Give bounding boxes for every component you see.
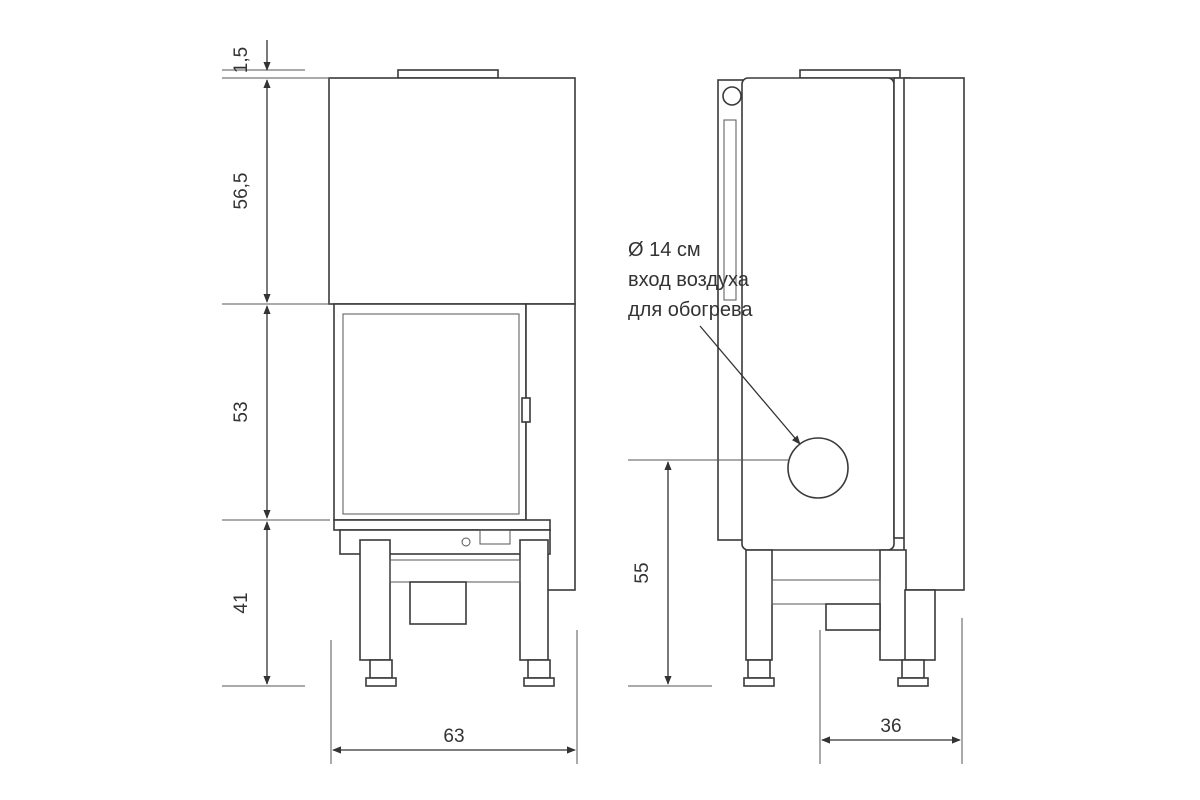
- front-leg-left: [359, 539, 391, 661]
- front-control-knob: [461, 537, 471, 547]
- side-leg-rear: [745, 549, 773, 661]
- front-view: [328, 69, 576, 687]
- side-depth-dimension: 36: [819, 618, 963, 764]
- front-foot-left-pad: [365, 677, 397, 687]
- front-foot-right-pad: [523, 677, 555, 687]
- front-ash-box: [409, 581, 467, 625]
- side-rear-column: [717, 79, 745, 541]
- side-foot-front: [901, 659, 925, 679]
- front-height-dimensions: 1,5 56,5 53 41: [222, 40, 330, 687]
- air-inlet-icon: [787, 437, 849, 499]
- air-inlet-annotation: Ø 14 см вход воздуха для обогрева: [628, 239, 753, 321]
- side-foot-front-pad: [897, 677, 929, 687]
- side-foot-rear-pad: [743, 677, 775, 687]
- air-inlet-height-dimension: 55: [628, 459, 790, 687]
- front-width-dimension: 63: [330, 630, 578, 764]
- side-rear-fitting: [722, 86, 742, 106]
- dim-label-door: 53: [231, 401, 252, 422]
- dim-label-width: 63: [443, 726, 464, 747]
- side-leg-front: [879, 549, 907, 661]
- side-top-vent: [799, 69, 901, 79]
- front-foot-left: [369, 659, 393, 679]
- door-handle-icon: [521, 397, 531, 423]
- dim-label-upper-body: 56,5: [231, 173, 252, 210]
- annotation-line1: Ø 14 см: [628, 239, 701, 261]
- front-foot-right: [527, 659, 551, 679]
- annotation-leader: [699, 325, 801, 445]
- front-crossbar: [389, 559, 521, 583]
- dim-label-depth: 36: [880, 716, 901, 737]
- dim-label-top-gap: 1,5: [231, 47, 252, 73]
- front-base-plate: [333, 519, 551, 531]
- side-front-panel: [903, 77, 965, 591]
- annotation-line3: для обогрева: [628, 299, 753, 321]
- front-door-frame: [333, 303, 527, 521]
- dim-label-base: 41: [231, 592, 252, 613]
- side-foot-rear: [747, 659, 771, 679]
- front-leg-right: [519, 539, 549, 661]
- annotation-line2: вход воздуха: [628, 269, 750, 291]
- front-upper-body: [328, 77, 576, 305]
- side-ash-box: [825, 603, 881, 631]
- side-view: [717, 69, 965, 687]
- side-panel-support: [904, 589, 936, 661]
- side-crossbar: [771, 579, 881, 605]
- front-top-vent: [397, 69, 499, 79]
- front-door-glass: [342, 313, 520, 515]
- front-control-box: [479, 529, 511, 545]
- dim-label-inlet-height: 55: [632, 562, 653, 583]
- side-rear-pipe: [723, 119, 737, 301]
